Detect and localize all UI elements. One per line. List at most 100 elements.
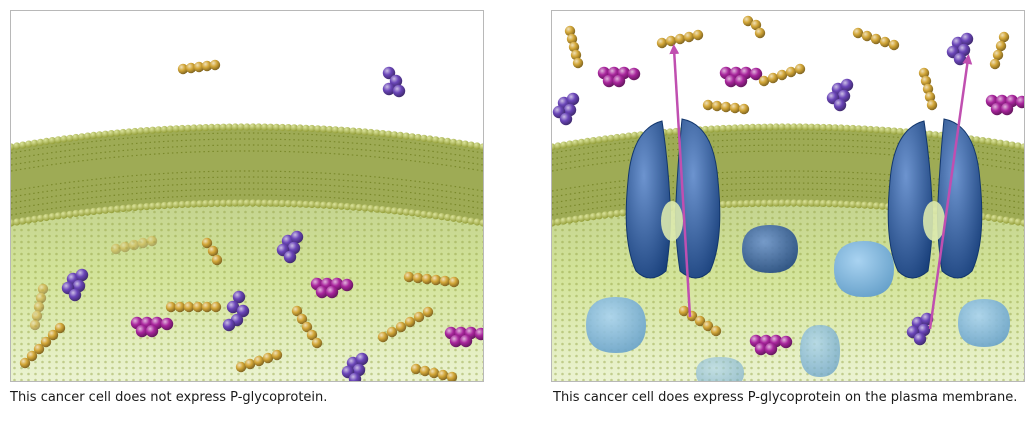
atom	[223, 319, 235, 331]
atom	[834, 99, 846, 111]
panel-with-pgp	[551, 10, 1025, 382]
atom	[765, 343, 777, 355]
atom	[356, 353, 368, 365]
drug-molecule-gold	[657, 30, 703, 48]
atom	[272, 350, 282, 360]
membrane-protein	[742, 225, 798, 273]
atom	[712, 101, 722, 111]
atom	[730, 103, 740, 113]
caption-with-pgp: This cancer cell does express P-glycopro…	[553, 389, 1023, 406]
atom	[684, 32, 694, 42]
atom	[263, 353, 273, 363]
atom	[129, 240, 139, 250]
atom	[55, 323, 65, 333]
atom	[862, 31, 872, 41]
drug-molecule-purple	[827, 79, 853, 111]
atom	[423, 307, 433, 317]
drug-molecule-gold	[990, 32, 1009, 69]
atom	[657, 38, 667, 48]
atom	[69, 289, 81, 301]
atom	[786, 67, 796, 77]
drug-molecule-purple	[553, 93, 579, 125]
atom	[628, 68, 640, 80]
atom	[996, 41, 1006, 51]
atom	[245, 359, 255, 369]
atom	[184, 302, 194, 312]
drug-molecule-purple	[947, 33, 973, 65]
atom	[32, 311, 42, 321]
atom	[34, 302, 44, 312]
atom	[38, 284, 48, 294]
atom	[254, 356, 264, 366]
cytoplasmic-protein	[586, 297, 646, 353]
atom	[889, 40, 899, 50]
atom	[405, 317, 415, 327]
atom	[291, 231, 303, 243]
pgp-channel	[923, 201, 945, 241]
atom	[413, 273, 423, 283]
atom	[166, 302, 176, 312]
atom	[613, 75, 625, 87]
atom	[438, 370, 448, 380]
atom	[693, 30, 703, 40]
caption-no-pgp: This cancer cell does not express P-glyc…	[10, 389, 480, 406]
atom	[993, 50, 1003, 60]
cytoplasmic-protein	[958, 299, 1010, 347]
atom	[560, 113, 572, 125]
atom	[420, 366, 430, 376]
drug-molecule-gold	[853, 28, 899, 50]
atom	[675, 34, 685, 44]
atom	[175, 302, 185, 312]
atom	[312, 338, 322, 348]
atom	[411, 364, 421, 374]
atom	[573, 58, 583, 68]
atom	[795, 64, 805, 74]
atom	[193, 302, 203, 312]
drug-molecule-gold	[759, 64, 805, 86]
atom	[739, 104, 749, 114]
atom	[768, 73, 778, 83]
atom	[211, 302, 221, 312]
atom	[460, 335, 472, 347]
atom	[759, 76, 769, 86]
drug-molecule-magenta	[598, 67, 640, 87]
drug-molecule-gold	[178, 60, 220, 74]
atom	[880, 37, 890, 47]
atom	[431, 275, 441, 285]
atom	[30, 320, 40, 330]
atom	[999, 32, 1009, 42]
atom	[703, 100, 713, 110]
drug-molecule-magenta	[720, 67, 762, 87]
atom	[853, 28, 863, 38]
atom	[735, 75, 747, 87]
atom	[841, 79, 853, 91]
atom	[954, 53, 966, 65]
cytoplasmic-protein	[696, 357, 744, 381]
atom	[927, 100, 937, 110]
atom	[378, 332, 388, 342]
cytoplasmic-protein	[800, 325, 840, 377]
atom	[711, 326, 721, 336]
atom	[1001, 103, 1013, 115]
atom	[284, 251, 296, 263]
atom	[404, 272, 414, 282]
atom	[202, 302, 212, 312]
atom	[36, 293, 46, 303]
atom	[76, 269, 88, 281]
atom	[111, 244, 121, 254]
atom	[146, 325, 158, 337]
drug-molecule-magenta	[986, 95, 1024, 115]
atom	[393, 85, 405, 97]
atom	[721, 102, 731, 112]
drug-molecule-gold	[919, 68, 937, 110]
atom	[208, 246, 218, 256]
cell-illustration-no-pgp	[11, 11, 483, 381]
atom	[422, 274, 432, 284]
atom	[341, 279, 353, 291]
atom	[161, 318, 173, 330]
atom	[387, 327, 397, 337]
drug-molecule-gold	[743, 16, 765, 38]
atom	[236, 362, 246, 372]
atom	[326, 286, 338, 298]
atom	[120, 242, 130, 252]
